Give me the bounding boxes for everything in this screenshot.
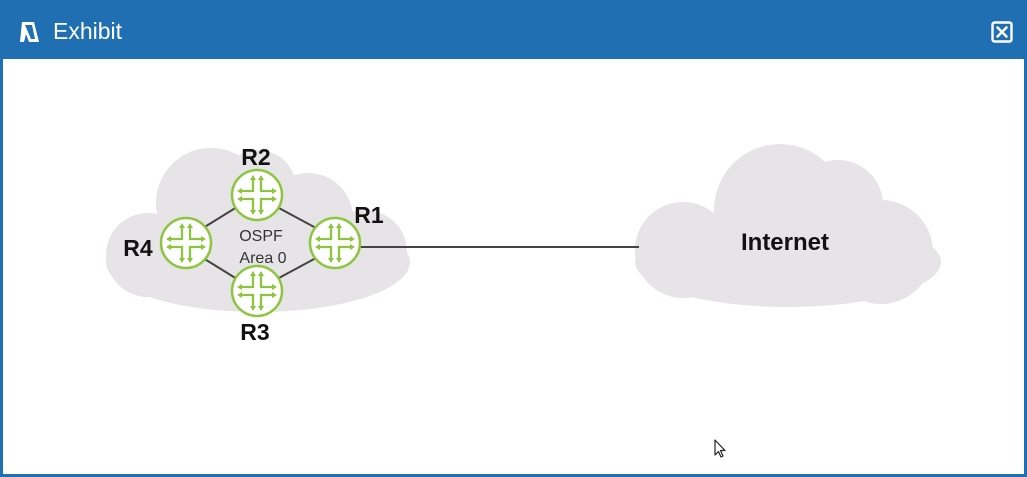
router-r2-label: R2 xyxy=(241,144,270,170)
title-bar: Exhibit xyxy=(3,0,1027,59)
router-r2-icon xyxy=(230,168,284,222)
router-r4-label: R4 xyxy=(123,235,153,261)
close-icon[interactable] xyxy=(991,21,1013,43)
link-r4-r3 xyxy=(202,257,238,280)
mouse-cursor-icon xyxy=(714,439,726,458)
link-r3-r1 xyxy=(276,257,317,280)
router-r1-icon xyxy=(308,216,362,270)
exhibit-icon xyxy=(20,22,39,42)
area-protocol-label: OSPF xyxy=(239,228,283,245)
link-r2-r4 xyxy=(202,206,238,229)
router-r1-label: R1 xyxy=(354,202,384,228)
link-r2-r1 xyxy=(276,206,317,229)
router-r3-label: R3 xyxy=(240,319,269,345)
area-name-label: Area 0 xyxy=(239,250,286,267)
internet-label: Internet xyxy=(741,229,829,256)
router-r3-icon xyxy=(230,264,284,318)
router-r4-icon xyxy=(159,216,213,270)
internet-cloud xyxy=(635,144,941,307)
window-title: Exhibit xyxy=(53,18,123,44)
network-diagram: R2 R1 R4 R3 OSPF Area 0 Internet xyxy=(106,144,941,458)
